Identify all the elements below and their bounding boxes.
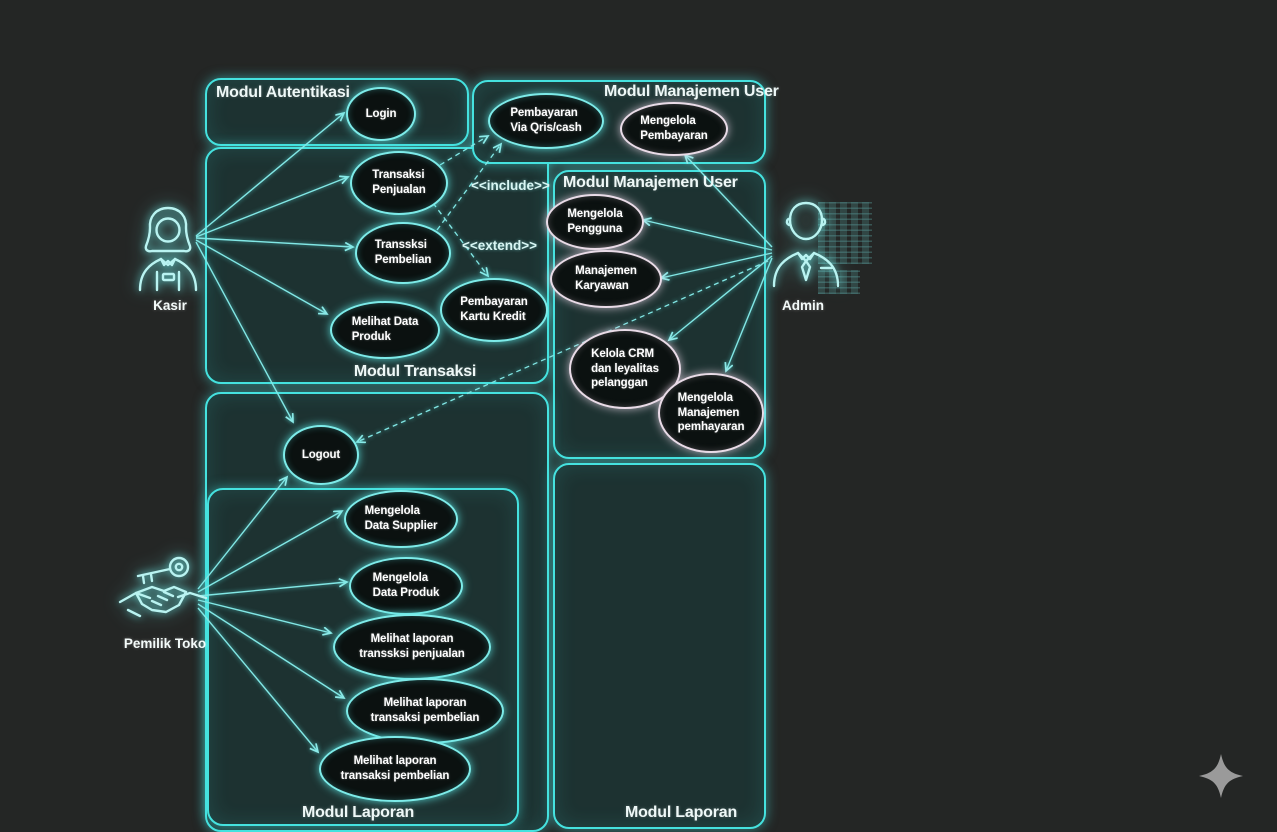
connector-kasir-melihat-data-produk bbox=[195, 239, 327, 314]
connector-kasir-transsksi-pembelian bbox=[195, 237, 353, 247]
connector-admin-mengelola-manajemen-pembayaran bbox=[726, 257, 773, 371]
connector-dashed-penjualan-qris bbox=[439, 136, 488, 166]
usecase-laporan-pembelian-2: Melihat laporan transaksi pembelian bbox=[319, 736, 471, 802]
connector-pemilik-data-supplier bbox=[197, 511, 342, 593]
connector-kasir-logout bbox=[195, 241, 293, 422]
connector-dashed-admin-logout bbox=[357, 260, 769, 442]
usecase-transaksi-penjualan: Transaksi Penjualan bbox=[350, 151, 448, 215]
connector-pemilik-laporan-pembelian-1 bbox=[197, 603, 344, 698]
pemilik-toko-actor-icon bbox=[118, 556, 208, 618]
kasir-actor-label: Kasir bbox=[153, 298, 187, 313]
connector-kasir-transaksi-penjualan bbox=[195, 177, 348, 238]
label-include: <<include>> bbox=[471, 178, 550, 193]
usecase-pembayaran-kartu-kredit: Pembayaran Kartu Kredit bbox=[440, 278, 548, 342]
connector-kasir-login bbox=[195, 113, 344, 237]
sparkle-watermark-icon bbox=[1199, 754, 1243, 798]
connector-admin-kelola-crm bbox=[669, 255, 773, 340]
usecase-mengelola-data-supplier: Mengelola Data Supplier bbox=[344, 490, 458, 548]
connector-pemilik-laporan-pembelian-2 bbox=[197, 607, 318, 752]
kasir-actor-icon bbox=[138, 206, 198, 292]
pemilik-toko-actor-label: Pemilik Toko bbox=[123, 636, 207, 651]
usecase-logout: Logout bbox=[283, 425, 359, 485]
usecase-manajemen-karyawan: Manajemen Karyawan bbox=[550, 250, 662, 308]
label-modul-autentikasi: Modul Autentikasi bbox=[216, 84, 350, 101]
label-modul-laporan-left: Modul Laporan bbox=[301, 804, 415, 821]
connector-admin-manajemen-karyawan bbox=[661, 252, 773, 278]
connector-admin-mengelola-pengguna bbox=[643, 220, 773, 251]
admin-actor-label: Admin bbox=[782, 298, 824, 313]
admin-actor-icon bbox=[772, 201, 840, 288]
label-modul-laporan-right: Modul Laporan bbox=[624, 804, 738, 821]
usecase-melihat-data-produk: Melihat Data Produk bbox=[330, 301, 440, 359]
usecase-mengelola-pembayaran: Mengelola Pembayaran bbox=[620, 102, 728, 156]
admin-code-texture bbox=[818, 202, 872, 264]
usecase-laporan-pembelian-1: Melihat laporan transaksi pembelian bbox=[346, 678, 504, 744]
usecase-login: Login bbox=[346, 87, 416, 141]
usecase-mengelola-pengguna: Mengelola Pengguna bbox=[546, 194, 644, 250]
usecase-pembayaran-qris: Pembayaran Via Qris/cash bbox=[488, 93, 604, 149]
connector-pemilik-data-produk bbox=[197, 582, 347, 597]
label-extend: <<extend>> bbox=[462, 238, 538, 253]
usecase-mengelola-manajemen-pembayaran: Mengelola Manajemen pemhayaran bbox=[658, 373, 764, 453]
box-modul-laporan-right bbox=[553, 463, 766, 829]
usecase-transsksi-pembelian: Transsksi Pembelian bbox=[355, 222, 451, 284]
usecase-laporan-penjualan: Melihat laporan transsksi penjualan bbox=[333, 614, 491, 680]
usecase-mengelola-data-produk: Mengelola Data Produk bbox=[349, 557, 463, 615]
label-modul-transaksi: Modul Transaksi bbox=[353, 363, 477, 380]
connector-pemilik-laporan-penjualan bbox=[197, 599, 331, 633]
label-modul-manajemen-user-mid: Modul Manajemen User bbox=[563, 174, 738, 191]
connector-admin-mengelola-pembayaran bbox=[685, 155, 773, 248]
connector-pemilik-logout bbox=[197, 477, 287, 590]
connector-dashed-extend-penjualan-kartukredit bbox=[432, 202, 488, 276]
label-modul-manajemen-user-top: Modul Manajemen User bbox=[604, 83, 779, 100]
